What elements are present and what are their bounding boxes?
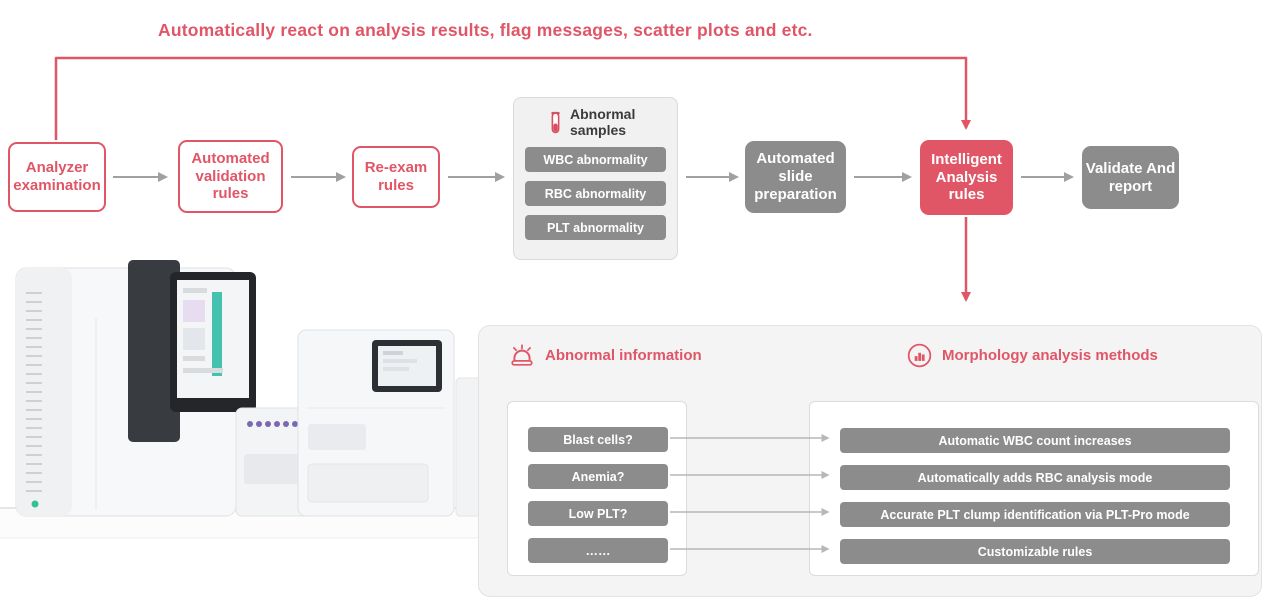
- abnormal-information-header: Abnormal information: [509, 344, 702, 367]
- flow-step-automated-slide-preparation: Automated slide preparation: [745, 141, 846, 213]
- morphology-methods-header: Morphology analysis methods: [907, 343, 1158, 368]
- sample-abnormality-chip: PLT abnormality: [525, 215, 666, 241]
- analyzers-photo: [0, 260, 500, 606]
- flow-step-analyzer-examination: Analyzer examination: [8, 142, 106, 212]
- abnormal-information-title: Abnormal information: [545, 347, 702, 364]
- flow-step-validate-and-report: Validate And report: [1082, 146, 1179, 209]
- sample-abnormality-chip: WBC abnormality: [525, 147, 666, 173]
- analysis-method-chip: Accurate PLT clump identification via PL…: [840, 502, 1230, 527]
- alarm-siren-icon: [511, 344, 533, 366]
- test-tube-icon: [551, 112, 560, 134]
- flow-step-intelligent-analysis-rules: Intelligent Analysis rules: [920, 140, 1013, 215]
- abnormal-samples-title: Abnormal samples: [570, 106, 636, 138]
- analysis-method-chip: Customizable rules: [840, 539, 1230, 564]
- feedback-loop-line: [54, 56, 971, 140]
- analysis-method-chip: Automatic WBC count increases: [840, 428, 1230, 453]
- abnormal-question-chip: Blast cells?: [528, 427, 668, 452]
- intelligent-rules-panel: Abnormal information Morphology analysis…: [478, 325, 1262, 597]
- abnormal-information-box: Blast cells? Anemia? Low PLT? ……: [507, 401, 687, 576]
- abnormal-question-chip: Low PLT?: [528, 501, 668, 526]
- banner-text: Automatically react on analysis results,…: [158, 20, 813, 40]
- bar-chart-icon: [907, 343, 932, 368]
- abnormal-question-chip: Anemia?: [528, 464, 668, 489]
- morphology-methods-box: Automatic WBC count increases Automatica…: [809, 401, 1259, 576]
- flow-step-reexam-rules: Re-exam rules: [352, 146, 440, 208]
- morphology-methods-title: Morphology analysis methods: [942, 347, 1158, 364]
- abnormal-question-chip: ……: [528, 538, 668, 563]
- sample-abnormality-chip: RBC abnormality: [525, 181, 666, 207]
- abnormal-samples-header: Abnormal samples: [514, 106, 677, 138]
- abnormal-samples-group: Abnormal samples WBC abnormality RBC abn…: [513, 97, 678, 260]
- analysis-method-chip: Automatically adds RBC analysis mode: [840, 465, 1230, 490]
- flow-step-automated-validation-rules: Automated validation rules: [178, 140, 283, 213]
